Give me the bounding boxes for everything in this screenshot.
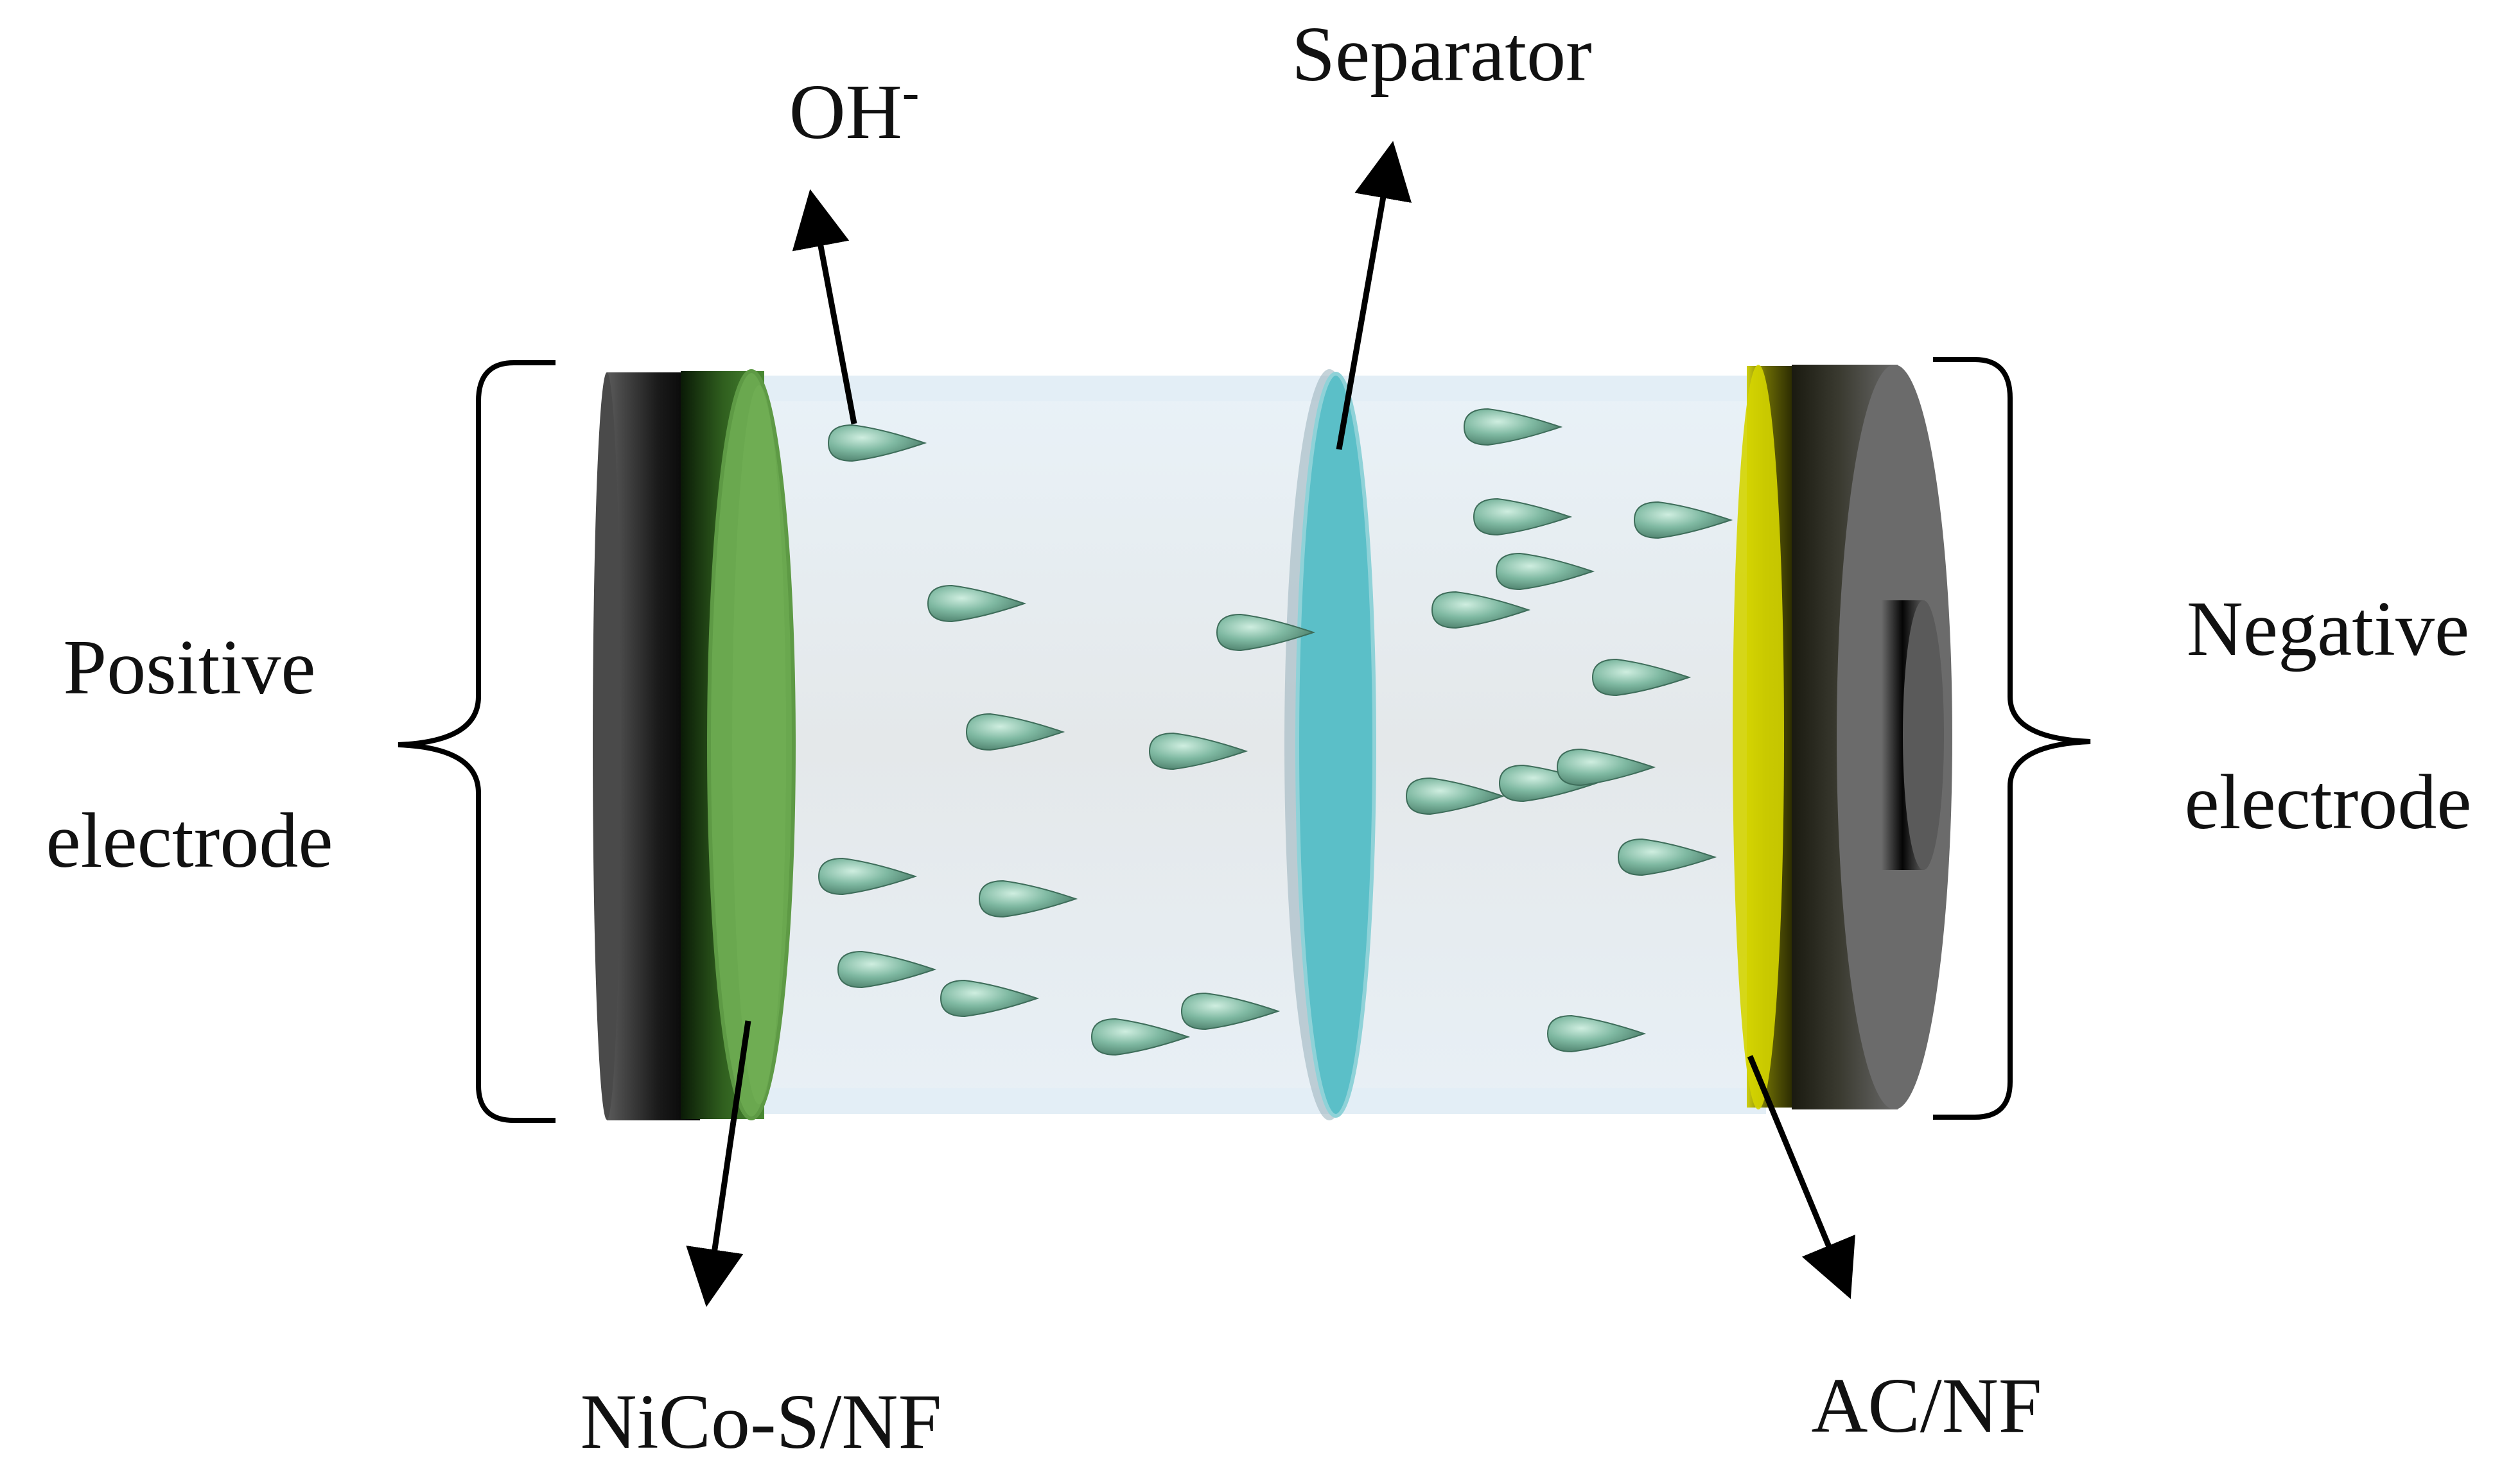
- hydroxide-label: OH-: [789, 64, 920, 155]
- negative-material-label: AC/NF: [1811, 1362, 2042, 1449]
- teardrop-ion-icon: [1216, 613, 1316, 652]
- right-curly-bracket-icon: [1933, 357, 2091, 1120]
- teardrop-ion-icon: [818, 857, 918, 896]
- negative-electrode-label-line2: electrode: [2184, 759, 2471, 846]
- negative-end-cap: [1792, 365, 1952, 1109]
- teardrop-ion-icon: [1556, 748, 1656, 787]
- teardrop-ion-icon: [1473, 498, 1573, 536]
- teardrop-ion-icon: [940, 979, 1040, 1018]
- left-curly-bracket-icon: [398, 360, 556, 1123]
- teardrop-ion-icon: [965, 713, 1065, 751]
- teardrop-ion-icon: [1463, 408, 1563, 446]
- teardrop-ion-icon: [827, 424, 927, 462]
- electrolyte-body: [732, 376, 1766, 1114]
- teardrop-ion-icon: [837, 950, 937, 989]
- arrow-icon: [1747, 1055, 1855, 1300]
- negative-electrode-label-line1: Negative: [2187, 586, 2469, 672]
- teardrop-ion-icon: [1495, 552, 1595, 591]
- hydroxide-text: OH: [789, 69, 902, 155]
- separator-membrane: [1284, 369, 1376, 1120]
- teardrop-ion-icon: [1591, 658, 1692, 697]
- teardrop-ion-icon: [927, 584, 1027, 623]
- pointer-arrows: [686, 141, 1855, 1307]
- teardrop-ion-icon: [1546, 1014, 1647, 1053]
- teardrop-ion-icon: [1180, 992, 1281, 1030]
- teardrop-ion-icon: [1148, 732, 1248, 770]
- positive-electrode-label-line1: Positive: [63, 624, 315, 711]
- teardrop-ion-icon: [1431, 591, 1531, 629]
- positive-electrode-layer: [681, 369, 796, 1120]
- arrow-icon: [686, 1020, 751, 1307]
- arrow-icon: [1336, 141, 1412, 450]
- arrow-icon: [792, 189, 857, 424]
- positive-material-label: NiCo-S/NF: [581, 1378, 942, 1465]
- teardrop-ion-icon: [1405, 777, 1505, 815]
- hydroxide-charge: -: [902, 64, 920, 121]
- teardrop-ion-icon: [978, 880, 1078, 918]
- positive-electrode-label-line2: electrode: [46, 797, 333, 884]
- teardrop-ion-icon: [1617, 838, 1717, 876]
- hydroxide-ions: [818, 408, 1733, 1056]
- teardrop-ion-icon: [1633, 501, 1733, 539]
- separator-label: Separator: [1291, 11, 1591, 98]
- teardrop-ion-icon: [1090, 1018, 1191, 1056]
